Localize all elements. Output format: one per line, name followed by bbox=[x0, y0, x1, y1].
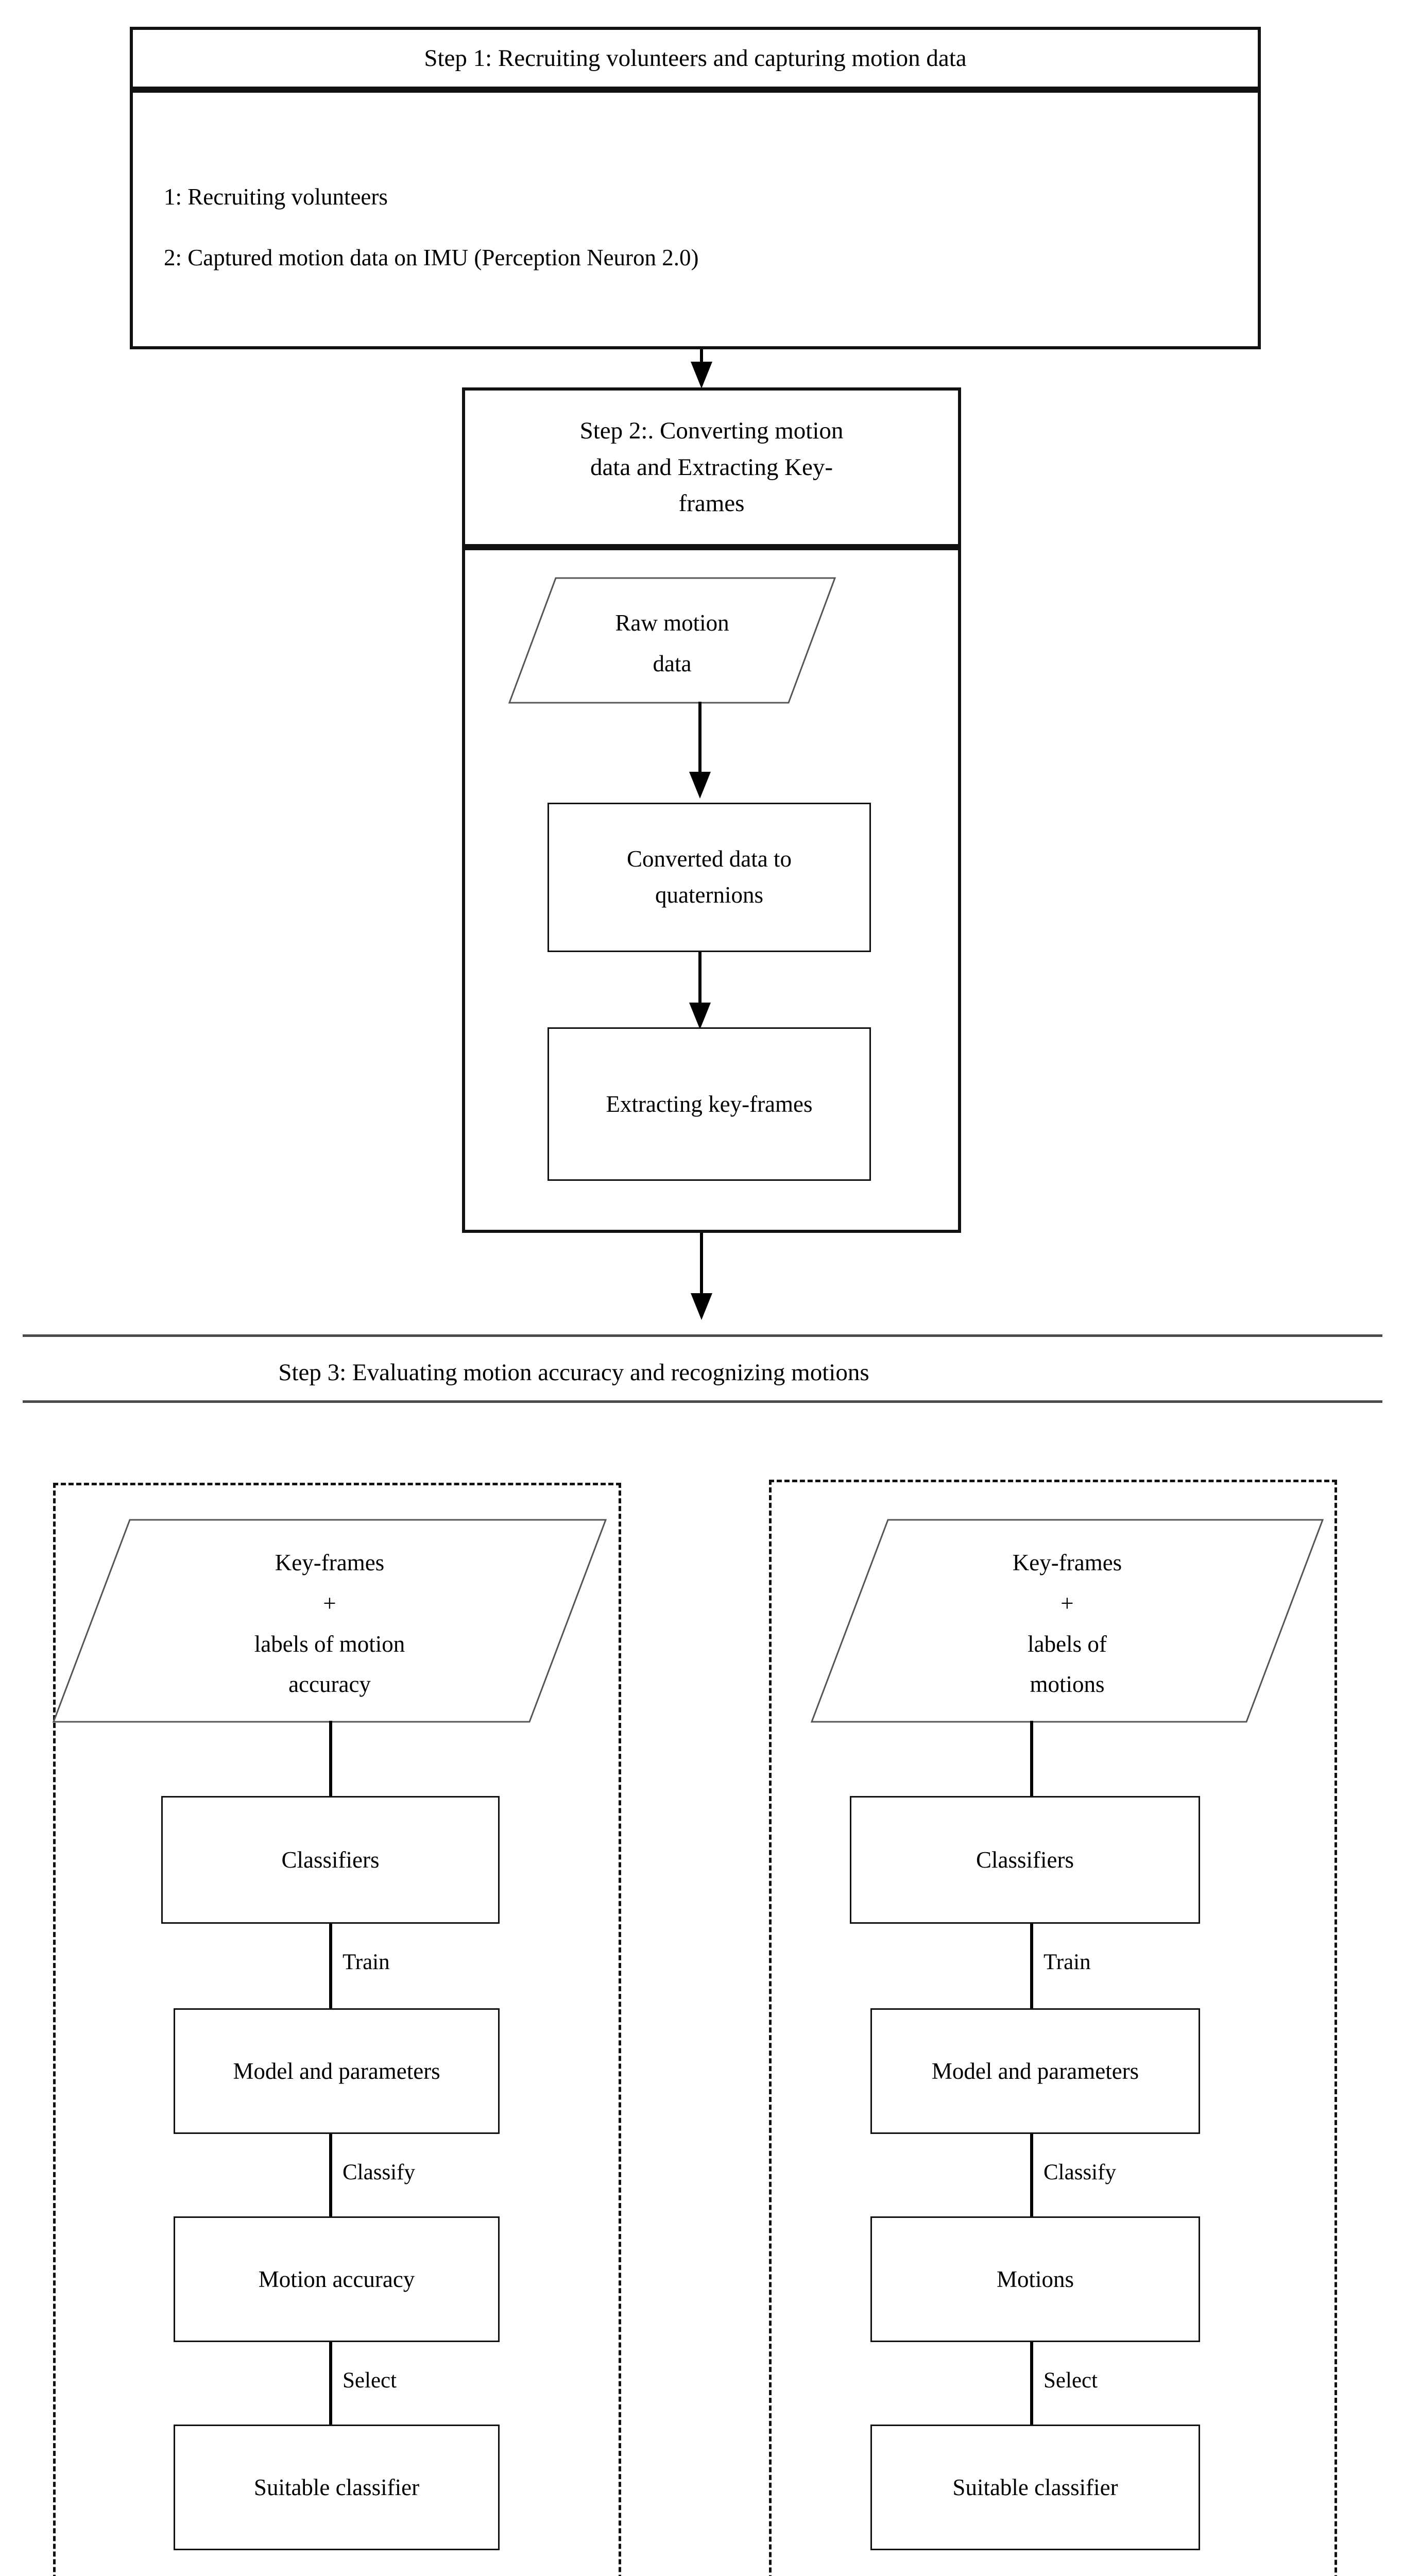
node-left-suitable-classifier: Suitable classifier bbox=[174, 2425, 500, 2550]
edge-right-train-label: Train bbox=[1043, 1950, 1091, 1974]
node-converted-data-label: Converted data to quaternions bbox=[627, 846, 792, 908]
step3-rule-top bbox=[23, 1334, 1382, 1337]
node-right-motions: Motions bbox=[870, 2216, 1200, 2342]
connector-left-classifiers-to-model bbox=[329, 1924, 332, 2008]
panel-right-input-key-frames: Key-frames + labels of motions bbox=[810, 1518, 1325, 1724]
panel-evaluating-motion-accuracy bbox=[53, 1483, 621, 2576]
step1-header-label: Step 1: Recruiting volunteers and captur… bbox=[424, 45, 967, 72]
node-extracting-key-frames-label: Extracting key-frames bbox=[606, 1091, 813, 1117]
node-right-model-and-parameters: Model and parameters bbox=[870, 2008, 1200, 2134]
step1-header-box: Step 1: Recruiting volunteers and captur… bbox=[130, 27, 1261, 90]
node-right-suitable-classifier: Suitable classifier bbox=[870, 2425, 1200, 2550]
connector-right-classifiers-to-model bbox=[1030, 1924, 1033, 2008]
node-left-classifiers-label: Classifiers bbox=[281, 1847, 380, 1873]
step3-rule-bottom bbox=[23, 1400, 1382, 1403]
node-left-motion-accuracy: Motion accuracy bbox=[174, 2216, 500, 2342]
node-left-model-and-parameters: Model and parameters bbox=[174, 2008, 500, 2134]
node-left-suitable-classifier-label: Suitable classifier bbox=[253, 2475, 420, 2500]
panel-left-input-key-frames: Key-frames + labels of motion accuracy bbox=[52, 1518, 608, 1724]
node-right-classifiers: Classifiers bbox=[850, 1796, 1200, 1924]
node-right-model-and-parameters-label: Model and parameters bbox=[931, 2058, 1139, 2084]
connector-right-model-to-motions bbox=[1030, 2134, 1033, 2216]
parallelogram-shape bbox=[508, 577, 836, 704]
node-right-motions-label: Motions bbox=[996, 2266, 1074, 2292]
arrowhead-raw-to-converted bbox=[689, 772, 711, 799]
arrowhead-step2-to-step3 bbox=[691, 1293, 712, 1320]
edge-left-classify-label: Classify bbox=[343, 2160, 415, 2184]
node-left-model-and-parameters-label: Model and parameters bbox=[233, 2058, 440, 2084]
node-right-classifiers-label: Classifiers bbox=[976, 1847, 1074, 1873]
connector-right-motions-to-suitable bbox=[1030, 2342, 1033, 2425]
connector-left-model-to-motion-accuracy bbox=[329, 2134, 332, 2216]
panel-left-input-label: Key-frames + labels of motion accuracy bbox=[254, 1550, 405, 1698]
connector-raw-to-converted bbox=[698, 702, 701, 779]
arrowhead-step1-to-step2 bbox=[691, 362, 712, 388]
edge-left-select-label: Select bbox=[343, 2368, 397, 2393]
step2-header-label: Step 2:. Converting motion data and Extr… bbox=[579, 417, 844, 517]
edge-right-select-label: Select bbox=[1043, 2368, 1098, 2393]
connector-step1-to-step2 bbox=[700, 349, 703, 371]
parallelogram-shape bbox=[810, 1519, 1324, 1723]
edge-left-train-label: Train bbox=[343, 1950, 390, 1974]
node-raw-motion-data-label: Raw motion data bbox=[615, 610, 729, 676]
step1-body-box bbox=[130, 90, 1261, 349]
node-right-suitable-classifier-label: Suitable classifier bbox=[952, 2475, 1118, 2500]
step1-item-2: 2: Captured motion data on IMU (Percepti… bbox=[164, 245, 699, 270]
connector-left-input-to-classifiers bbox=[329, 1721, 332, 1797]
arrowhead-converted-to-extracting bbox=[689, 1003, 711, 1029]
step3-header-label: Step 3: Evaluating motion accuracy and r… bbox=[278, 1359, 869, 1386]
step2-header-box: Step 2:. Converting motion data and Extr… bbox=[462, 387, 961, 547]
panel-recognizing-motions bbox=[769, 1480, 1337, 2576]
parallelogram-shape bbox=[52, 1519, 607, 1723]
node-converted-data: Converted data to quaternions bbox=[547, 803, 871, 952]
step1-item-1: 1: Recruiting volunteers bbox=[164, 184, 388, 210]
node-raw-motion-data: Raw motion data bbox=[507, 576, 837, 705]
edge-right-classify-label: Classify bbox=[1043, 2160, 1116, 2184]
connector-converted-to-extracting bbox=[698, 952, 701, 1019]
node-left-motion-accuracy-label: Motion accuracy bbox=[258, 2266, 415, 2292]
node-left-classifiers: Classifiers bbox=[161, 1796, 500, 1924]
connector-left-motion-accuracy-to-suitable bbox=[329, 2342, 332, 2425]
node-extracting-key-frames: Extracting key-frames bbox=[547, 1027, 871, 1181]
connector-right-input-to-classifiers bbox=[1030, 1721, 1033, 1797]
panel-right-input-label: Key-frames + labels of motions bbox=[1012, 1550, 1122, 1698]
connector-step2-to-step3 bbox=[700, 1233, 703, 1305]
